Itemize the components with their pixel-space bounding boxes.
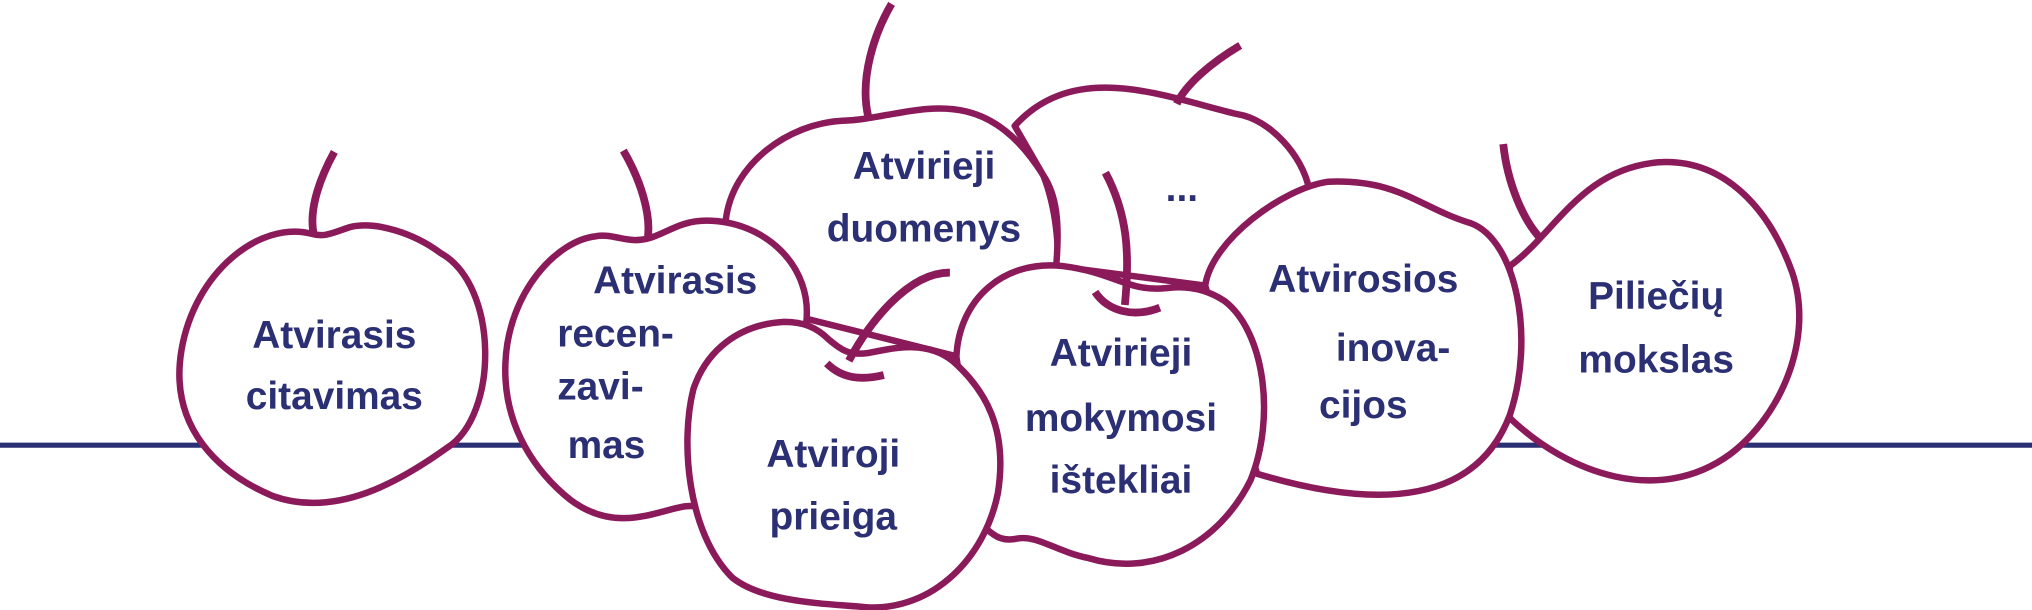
apple-label: prieiga xyxy=(770,496,898,539)
apple-label: inova- xyxy=(1336,327,1450,370)
apple-label: duomenys xyxy=(827,207,1021,250)
apple-stem xyxy=(861,1,895,118)
apple-stem xyxy=(619,148,653,237)
apple-label: Piliečių xyxy=(1588,275,1724,318)
apple-label: Atvirosios xyxy=(1268,258,1458,301)
apple-leaf-curl xyxy=(824,360,885,382)
apple-stem xyxy=(1173,42,1243,106)
apple-label: mokymosi xyxy=(1025,397,1217,440)
apple-stem xyxy=(308,149,338,235)
apple-citizen-science: Piliečių mokslas xyxy=(1499,143,1803,484)
apple-stem xyxy=(1101,170,1131,306)
apple-label: Atvirieji xyxy=(1050,332,1193,375)
apple-label: ištekliai xyxy=(1050,459,1193,502)
apple-label: cijos xyxy=(1319,384,1408,427)
apple-open-access: Atviroji prieiga xyxy=(684,268,1004,610)
apple-label: Atvirasis xyxy=(593,259,757,302)
apple-label: ... xyxy=(1166,167,1198,210)
apple-open-citation: Atvirasis citavimas xyxy=(176,149,489,507)
apple-label: Atvirieji xyxy=(853,145,996,188)
apple-leaf-curl xyxy=(1091,289,1162,317)
apple-label: citavimas xyxy=(246,375,423,418)
apple-open-educational-resources: Atvirieji mokymosi ištekliai xyxy=(953,170,1268,567)
apple-open-data: Atvirieji duomenys xyxy=(722,1,1061,361)
apple-label: mas xyxy=(568,424,646,467)
apple-stem xyxy=(1499,143,1545,243)
apple-label: mokslas xyxy=(1578,338,1734,381)
apple-open-innovation: Atvirosios inova- cijos xyxy=(1201,178,1525,498)
apple-label: recen- xyxy=(557,313,674,356)
apple-label: zavi- xyxy=(557,366,643,409)
apple-label: Atvirasis xyxy=(252,314,416,357)
apple-stem xyxy=(845,268,951,363)
apple-label: Atviroji xyxy=(766,433,900,476)
